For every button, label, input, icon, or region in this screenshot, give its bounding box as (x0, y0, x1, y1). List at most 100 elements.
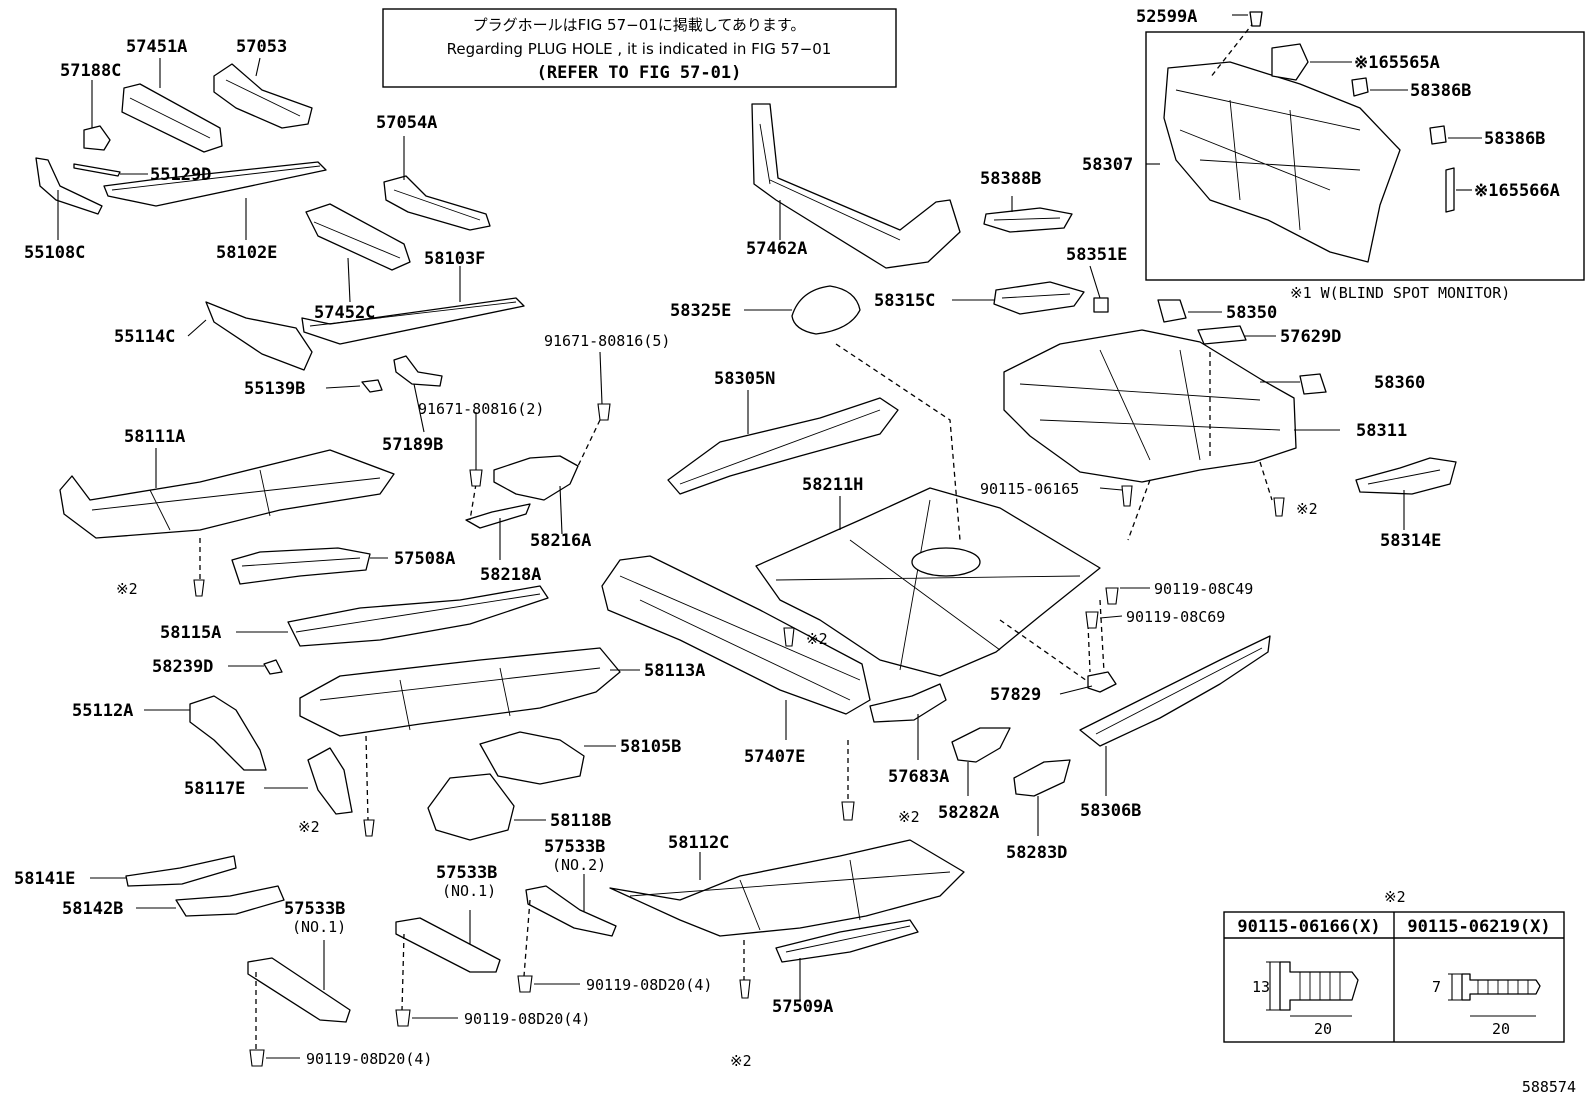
part-58218A (465, 503, 531, 529)
inset-dash-panel (1145, 11, 1585, 281)
bolt-1-height-dim: 13 (1252, 978, 1270, 996)
part-58311-rear-floor (1003, 329, 1297, 483)
part-58117E (307, 747, 353, 815)
part-58350 (1157, 299, 1187, 323)
label-57509A: 57509A (772, 997, 833, 1017)
ref2-mark: ※2 (116, 580, 138, 598)
notice-frame (382, 8, 897, 88)
bolt-spec-table: ※2 90115-06166(X) 90115-06219(X) 13 20 7… (1223, 888, 1565, 1043)
part-58211H-spare-well (911, 547, 981, 577)
part-58112C-floor (609, 839, 965, 937)
part-58315C (993, 281, 1085, 315)
label-57451A: 57451A (126, 37, 187, 57)
label-57533B-no2-sub: (NO.2) (552, 856, 606, 874)
part-57188C (83, 125, 111, 151)
ref2-mark: ※2 (1296, 500, 1318, 518)
label-57533B-no1-a-sub: (NO.1) (442, 882, 496, 900)
label-90119-08D20-c: 90119-08D20(4) (306, 1050, 432, 1068)
part-57683A (869, 683, 947, 723)
left-floor-parts (59, 449, 621, 841)
part-55112A (189, 695, 267, 771)
part-57407E-rail (601, 555, 871, 715)
bolt-table-header-1: 90115-06166(X) (1237, 917, 1380, 937)
part-58118B (427, 773, 515, 841)
part-58325E-plug (791, 285, 861, 335)
label-57533B-no1-b: 57533B (284, 899, 345, 919)
bolt-ref2-57407E (841, 801, 855, 821)
bolt-90115-06219-drawing (1461, 973, 1541, 1001)
bolt-91671-2 (469, 469, 483, 487)
part-55129D (73, 163, 121, 177)
part-58141E (125, 855, 237, 887)
part-58105B (479, 731, 585, 785)
bolt-2-length-dim: 20 (1492, 1020, 1510, 1038)
inset-note: ※1 W(BLIND SPOT MONITOR) (1290, 284, 1510, 302)
label-58315C: 58315C (874, 291, 935, 311)
label-65565A: ※165565A (1354, 53, 1440, 73)
label-90115-06165: 90115-06165 (980, 480, 1079, 498)
part-58239D (263, 659, 283, 675)
label-90119-08D20-a: 90119-08D20(4) (586, 976, 712, 994)
label-90119-08D20-b: 90119-08D20(4) (464, 1010, 590, 1028)
label-58307: 58307 (1082, 155, 1133, 175)
label-58142B: 58142B (62, 899, 123, 919)
notice-line-en: Regarding PLUG HOLE , it is indicated in… (447, 40, 832, 58)
part-58388B (983, 207, 1073, 233)
label-58314E: 58314E (1380, 531, 1441, 551)
part-58216A-bracket (493, 455, 579, 501)
label-57683A: 57683A (888, 767, 949, 787)
part-65565A-bracket (1271, 43, 1309, 81)
inset-frame (1145, 31, 1585, 281)
label-57629D: 57629D (1280, 327, 1341, 347)
bolt-1-length-dim: 20 (1314, 1020, 1332, 1038)
part-57629D (1197, 325, 1247, 345)
part-58283D (1013, 759, 1071, 797)
label-58102E: 58102E (216, 243, 277, 263)
part-57509A (775, 919, 919, 963)
label-58115A: 58115A (160, 623, 221, 643)
part-57533B-no1-a (395, 917, 501, 973)
part-58111A-front-floor (59, 449, 395, 539)
label-58113A: 58113A (644, 661, 705, 681)
part-57508A (231, 547, 371, 585)
label-91671-80816-5: 91671-80816(5) (544, 332, 670, 350)
label-58218A: 58218A (480, 565, 541, 585)
part-57053 (213, 63, 313, 129)
label-58103F: 58103F (424, 249, 485, 269)
label-57188C: 57188C (60, 61, 121, 81)
bolt-90119-08D20-c (249, 1049, 265, 1067)
bolt-90119-08C69 (1085, 611, 1099, 629)
part-55114C (205, 301, 313, 371)
center-top-parts (751, 103, 1109, 335)
part-57054A (383, 175, 491, 231)
label-58386B-2: 58386B (1484, 129, 1545, 149)
part-58386B-clip-a (1351, 77, 1369, 97)
label-57508A: 57508A (394, 549, 455, 569)
lower-parts (125, 839, 965, 1050)
part-58314E (1355, 457, 1457, 495)
part-57452C (305, 203, 411, 271)
label-57189B: 57189B (382, 435, 443, 455)
part-55139B (361, 379, 383, 393)
label-58305N: 58305N (714, 369, 775, 389)
ref2-mark: ※2 (730, 1052, 752, 1070)
ref2-mark: ※2 (898, 808, 920, 826)
label-58112C: 58112C (668, 833, 729, 853)
bolt-91671-5 (597, 403, 611, 421)
label-58386B-1: 58386B (1410, 81, 1471, 101)
bolts (193, 403, 1285, 1067)
part-58102E (103, 161, 327, 207)
part-labels: 52599A ※165565A 58386B 58386B ※165566A 5… (14, 7, 1560, 1070)
part-57462A (751, 103, 961, 269)
label-58282A: 58282A (938, 803, 999, 823)
part-57533B-no1-b (247, 957, 351, 1023)
bolt-table-title: ※2 (1384, 888, 1406, 906)
diagram-id: 588574 (1522, 1078, 1576, 1096)
label-57462A: 57462A (746, 239, 807, 259)
label-58388B: 58388B (980, 169, 1041, 189)
part-58142B (175, 885, 285, 917)
ref2-mark: ※2 (806, 630, 828, 648)
part-65566A-bracket (1445, 167, 1455, 213)
bolt-ref2-center (783, 627, 795, 647)
